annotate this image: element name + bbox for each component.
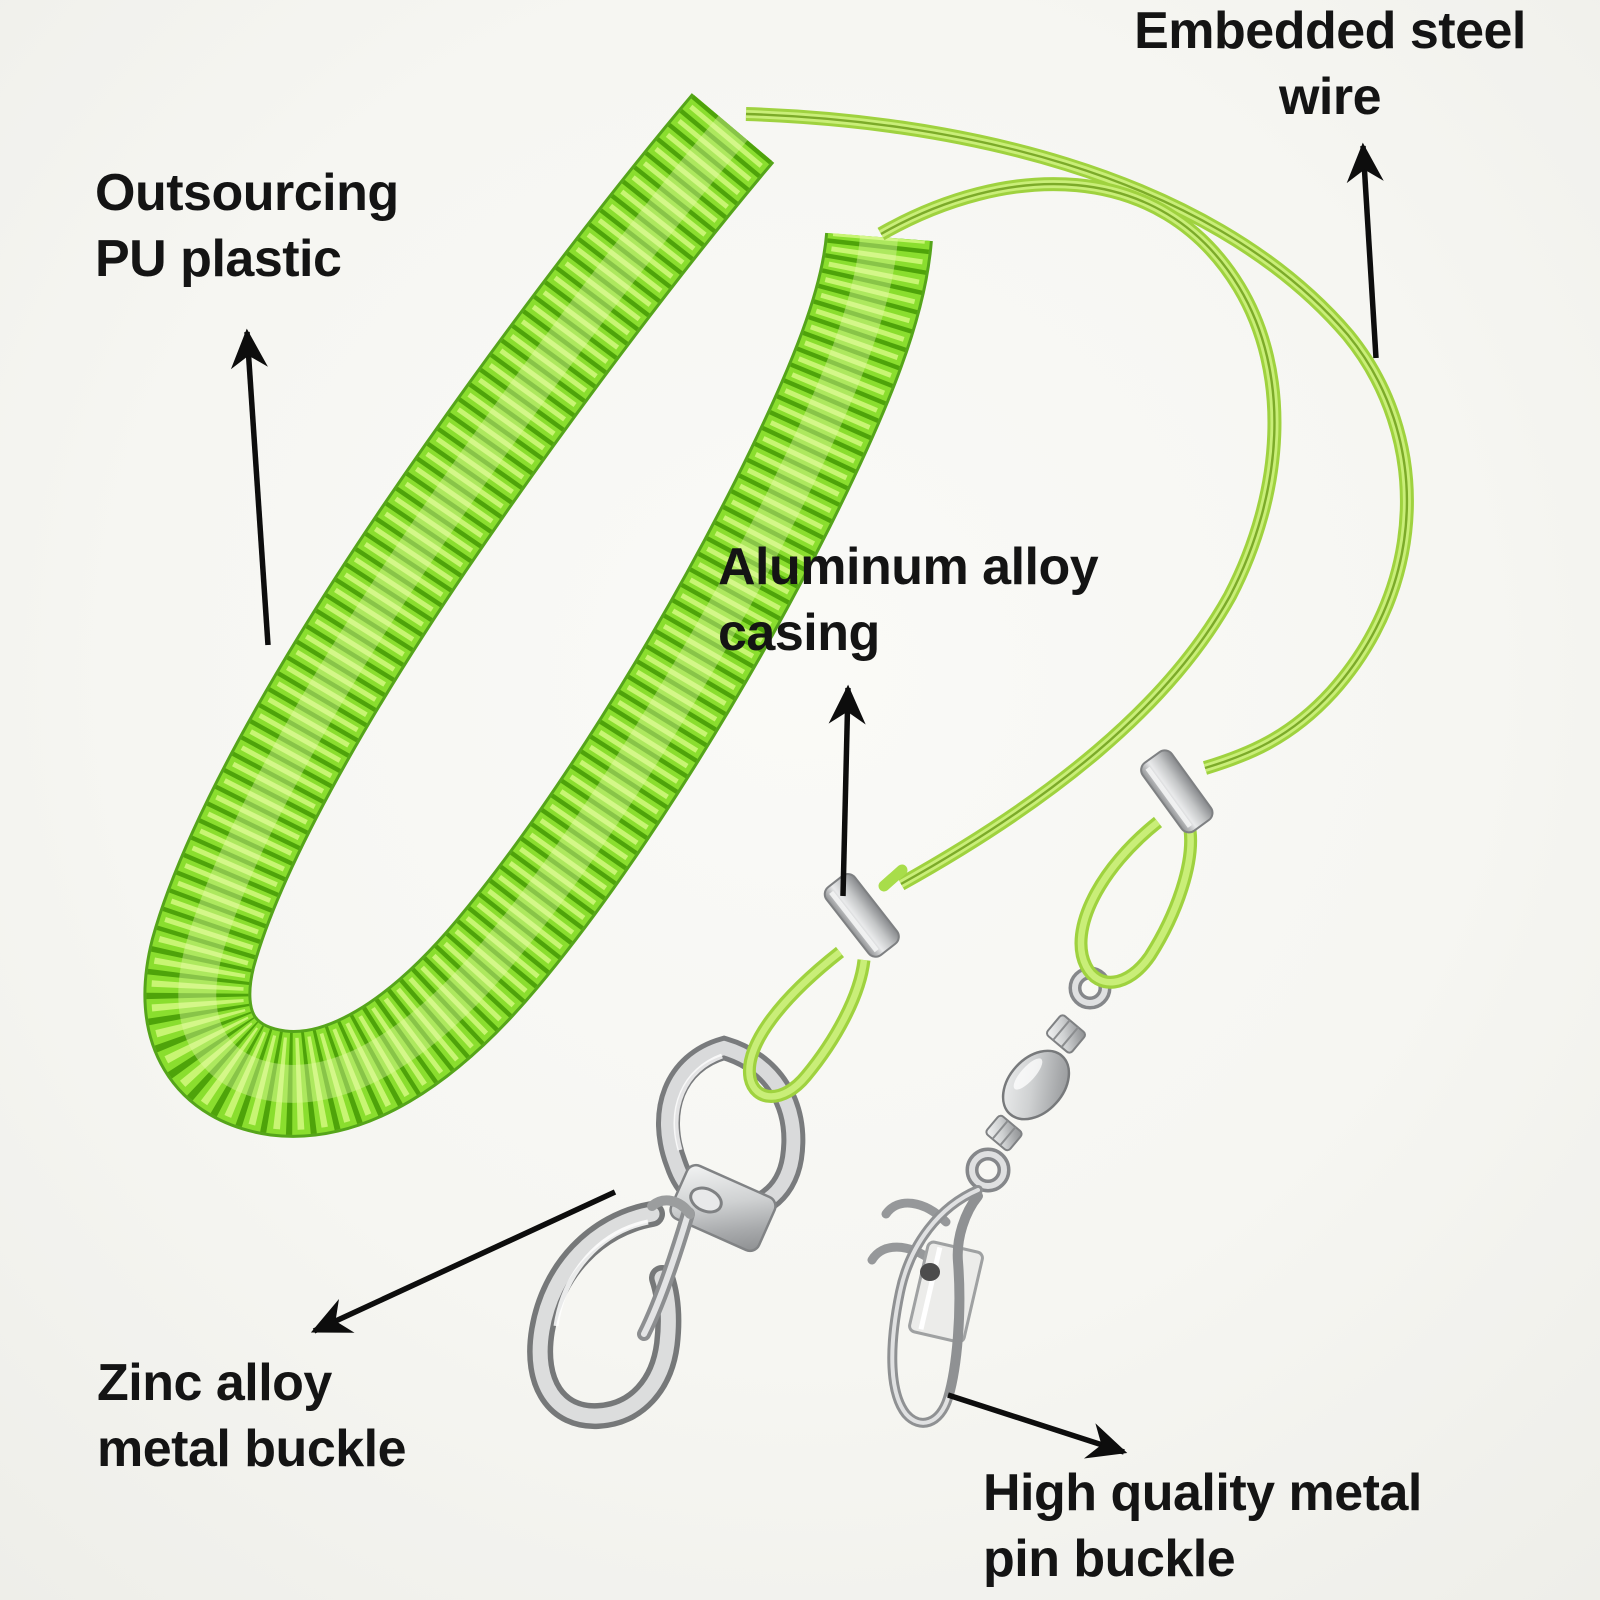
label-line: Zinc alloy xyxy=(97,1354,332,1412)
label-outsourcing-pu-plastic: Outsourcing PU plastic xyxy=(95,160,399,292)
arrow-embedded-steel-wire xyxy=(1346,142,1384,359)
arrow-outsourcing-pu-plastic xyxy=(230,328,271,646)
label-line: casing xyxy=(718,604,880,662)
label-line: Embedded steel xyxy=(1134,2,1526,60)
wire-fold-end xyxy=(878,864,908,892)
wire-loop-left xyxy=(742,946,871,1103)
label-line: Aluminum alloy xyxy=(718,538,1099,596)
label-line: PU plastic xyxy=(95,230,342,288)
wire-loop-right xyxy=(1074,816,1198,989)
label-embedded-steel-wire: Embedded steel wire xyxy=(1080,0,1580,130)
pin-buckle xyxy=(867,966,1112,1428)
embedded-steel-wire-outer xyxy=(745,107,1414,775)
arrow-aluminum-alloy-casing xyxy=(828,684,866,897)
embedded-steel-wire-inner xyxy=(877,177,1282,891)
label-line: High quality metal xyxy=(983,1464,1422,1522)
label-line: metal buckle xyxy=(97,1420,407,1478)
label-line: Outsourcing xyxy=(95,164,399,222)
label-zinc-alloy-metal-buckle: Zinc alloy metal buckle xyxy=(97,1350,407,1482)
aluminum-sleeve-right xyxy=(1140,749,1214,834)
arrow-zinc-alloy-metal-buckle xyxy=(310,1189,617,1334)
coiled-pu-cord xyxy=(143,93,933,1138)
arrow-high-quality-pin-buckle xyxy=(947,1392,1128,1459)
label-line: pin buckle xyxy=(983,1530,1236,1588)
label-line: wire xyxy=(1278,68,1382,126)
label-aluminum-alloy-casing: Aluminum alloy casing xyxy=(718,534,1099,666)
zinc-snap-hook xyxy=(527,1035,806,1430)
label-high-quality-metal-pin-buckle: High quality metal pin buckle xyxy=(983,1460,1422,1592)
